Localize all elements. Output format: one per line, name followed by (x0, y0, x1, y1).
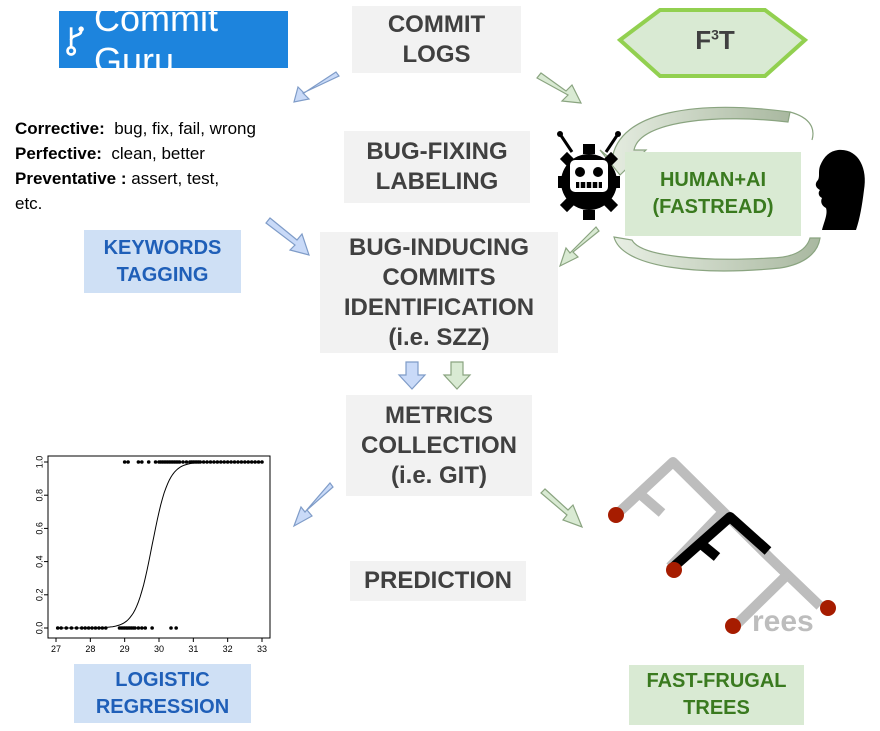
commit-guru-label: Commit Guru (94, 0, 218, 81)
arrow-keywords-to-szz (265, 217, 310, 256)
keywords-tagging-box: KEYWORDS TAGGING (84, 230, 241, 293)
human-head-icon (815, 149, 865, 230)
logistic-regression-box: LOGISTIC REGRESSION (74, 664, 251, 723)
prediction-box: PREDICTION (350, 561, 526, 601)
fft-tree-icon (608, 457, 836, 634)
arrow-to-keywords (293, 71, 340, 103)
cycle-arrow-top (599, 106, 814, 176)
metrics-box: METRICS COLLECTION (i.e. GIT) (346, 395, 532, 496)
commit-logs-line1: COMMIT (387, 10, 486, 38)
arrow-to-f3t (536, 72, 583, 104)
arrow-to-fft (540, 488, 584, 529)
keyword-row-etc: etc. (15, 194, 43, 213)
git-branch-icon (66, 25, 84, 56)
arrow-humanai-to-szz (558, 226, 600, 268)
f3t-sup: 3 (711, 26, 719, 43)
arrow-down-green (442, 361, 472, 390)
f3t-diamond (616, 8, 809, 78)
robot-icon (557, 131, 621, 220)
keywords-list: Corrective: bug, fix, fail, wrong Perfec… (15, 116, 256, 216)
keyword-row-preventative: Preventative : assert, test, (15, 169, 220, 188)
cycle-arrow-bottom (613, 236, 821, 272)
bug-inducing-box: BUG-INDUCING COMMITS IDENTIFICATION (i.e… (320, 232, 558, 353)
bug-fixing-box: BUG-FIXING LABELING (344, 131, 530, 203)
commit-logs-line2: LOGS (402, 40, 471, 68)
arrow-to-logistic (292, 482, 334, 528)
commit-logs-box: COMMIT LOGS (352, 6, 521, 73)
keyword-row-corrective: Corrective: bug, fix, fail, wrong (15, 119, 256, 138)
keyword-row-perfective: Perfective: clean, better (15, 144, 205, 163)
commit-guru-logo: Commit Guru (59, 0, 288, 81)
human-ai-box: HUMAN+AI (FASTREAD) (625, 152, 801, 236)
fast-frugal-trees-box: FAST-FRUGAL TREES (629, 665, 804, 725)
fft-logo-text: rees (752, 605, 814, 638)
arrow-down-blue (397, 361, 427, 390)
f3t-label: F3T (695, 25, 735, 55)
